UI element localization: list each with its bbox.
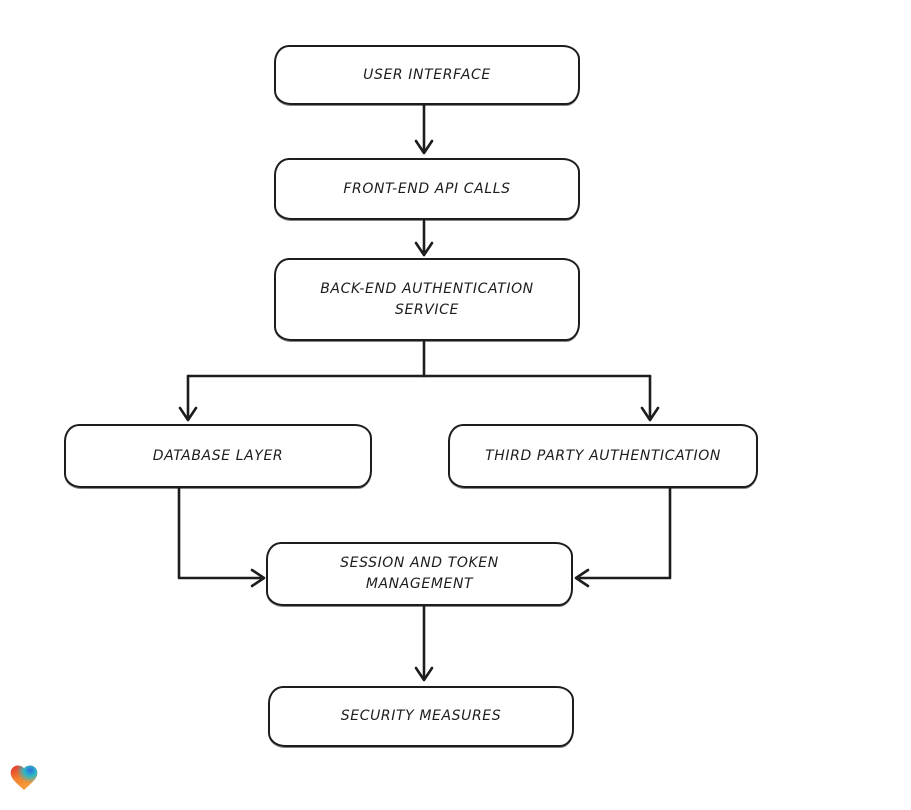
node-front-end-api-calls[interactable]: FRONT-END API CALLS (274, 158, 580, 220)
edge-back-end-branch (178, 340, 660, 422)
node-label: BACK-END AUTHENTICATION SERVICE (320, 280, 534, 318)
edge-database-to-session (177, 486, 266, 588)
node-label: DATABASE LAYER (152, 447, 284, 464)
node-back-end-authentication-service[interactable]: BACK-END AUTHENTICATION SERVICE (274, 258, 580, 341)
node-session-and-token-management[interactable]: SESSION AND TOKEN MANAGEMENT (266, 542, 573, 606)
heart-gradient-logo-icon[interactable] (8, 761, 40, 794)
edge-session-to-security (414, 604, 434, 682)
node-user-interface[interactable]: USER INTERFACE (274, 45, 580, 105)
node-third-party-authentication[interactable]: THIRD PARTY AUTHENTICATION (448, 424, 758, 488)
edge-third-party-to-session (574, 486, 672, 588)
edge-front-end-to-back-end (414, 219, 434, 257)
node-label: SECURITY MEASURES (340, 708, 502, 724)
node-label: THIRD PARTY AUTHENTICATION (485, 447, 721, 464)
node-database-layer[interactable]: DATABASE LAYER (64, 424, 372, 488)
node-label: USER INTERFACE (363, 66, 491, 83)
node-label: SESSION AND TOKEN MANAGEMENT (340, 555, 499, 592)
edge-user-interface-to-front-end (414, 103, 434, 155)
node-label: FRONT-END API CALLS (343, 180, 511, 197)
node-security-measures[interactable]: SECURITY MEASURES (268, 686, 574, 747)
